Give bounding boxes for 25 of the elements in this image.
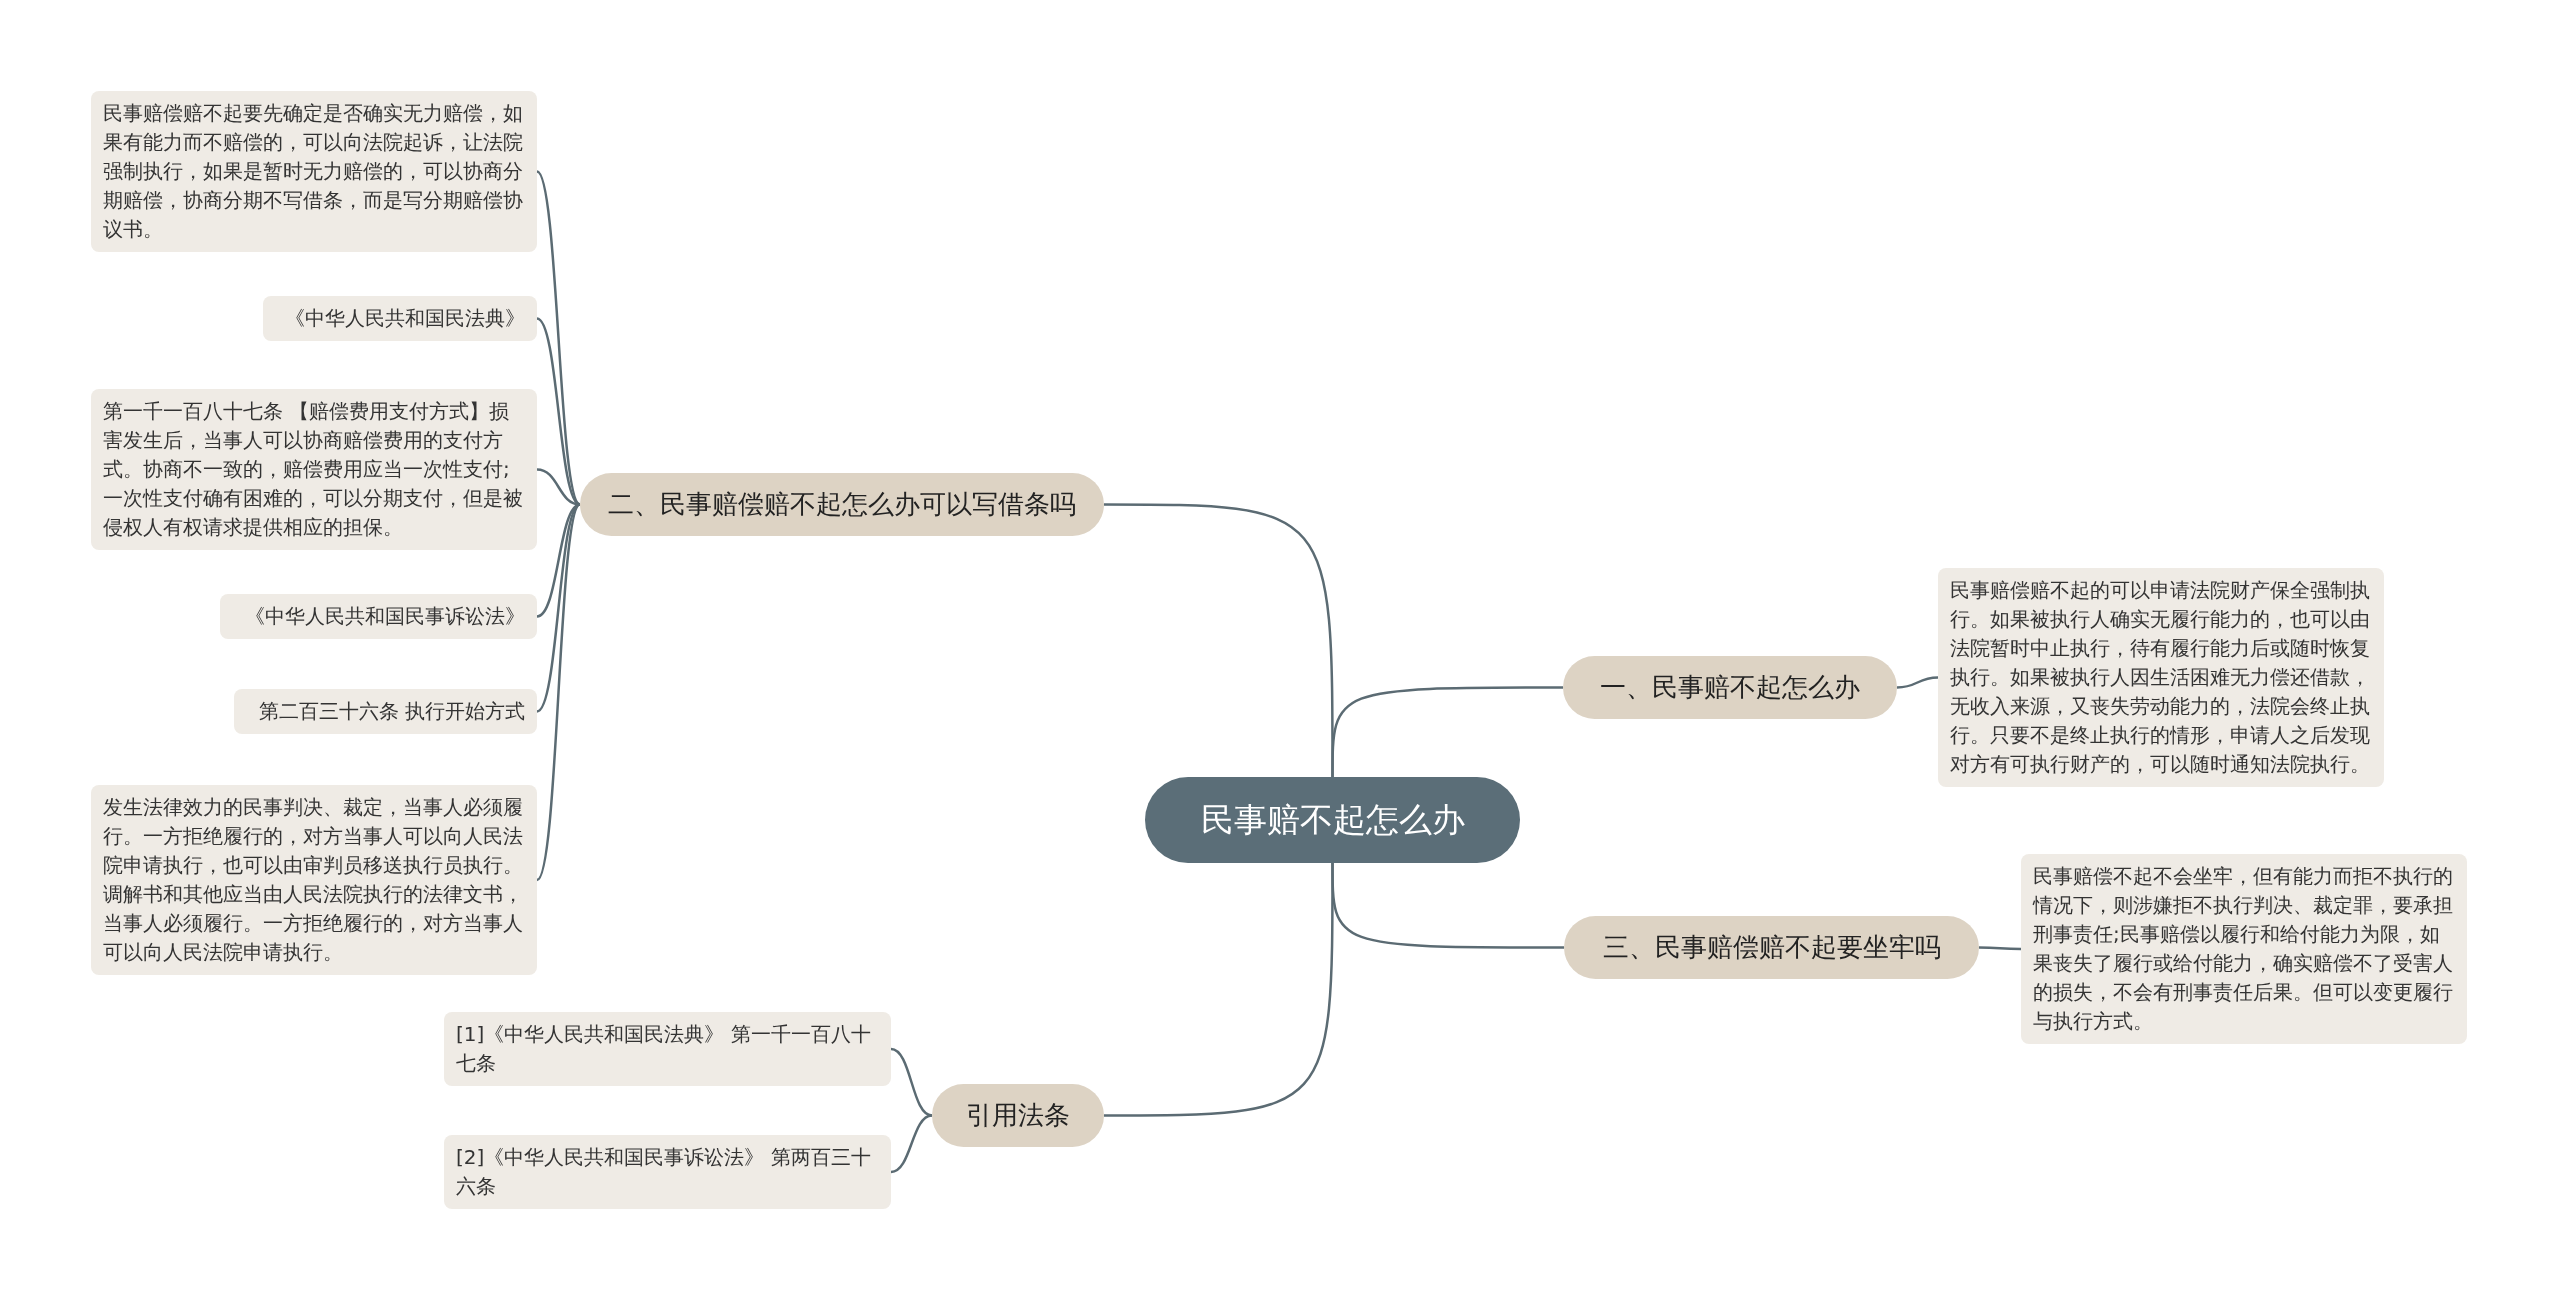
leaf-note: [1]《中华人民共和国民法典》 第一千一百八十七条 (444, 1012, 891, 1086)
connector-line (1104, 503, 1334, 777)
connector-line (890, 1114, 933, 1174)
branch-topic: 二、民事赔偿赔不起怎么办可以写借条吗 (580, 473, 1104, 537)
connector-line (536, 503, 581, 713)
leaf-note: 第二百三十六条 执行开始方式 (234, 689, 537, 734)
connector-line (536, 317, 581, 506)
connector-line (536, 170, 581, 506)
connector-line (535, 503, 582, 881)
leaf-note: 民事赔偿不起不会坐牢，但有能力而拒不执行的情况下，则涉嫌拒不执行判决、裁定罪，要承担刑事责任;民事赔偿以履行和给付能力为限，如果丧失了履行或给付能力，确实赔偿不了受害人的损失，不会有刑事责任后果。但可以变更履行与执行方式。 (2021, 854, 2467, 1044)
leaf-note: 民事赔偿赔不起要先确定是否确实无力赔偿，如果有能力而不赔偿的，可以向法院起诉，让法院强制执行，如果是暂时无力赔偿的，可以协商分期赔偿，协商分期不写借条，而是写分期赔偿协议书。 (91, 91, 537, 252)
connector-line (1896, 676, 1939, 689)
central-topic: 民事赔不起怎么办 (1145, 777, 1520, 863)
branch-topic: 引用法条 (932, 1084, 1104, 1148)
branch-topic: 三、民事赔偿赔不起要坐牢吗 (1564, 916, 1979, 980)
branch-topic: 一、民事赔不起怎么办 (1563, 656, 1897, 720)
leaf-note: 《中华人民共和国民法典》 (263, 296, 537, 341)
connector-line (890, 1047, 933, 1117)
leaf-note: [2]《中华人民共和国民事诉讼法》 第两百三十六条 (444, 1135, 891, 1209)
leaf-note: 民事赔偿赔不起的可以申请法院财产保全强制执行。如果被执行人确实无履行能力的，也可以由法院暂时中止执行，待有履行能力后或随时恢复执行。如果被执行人因生活困难无力偿还借款，无收入来源，又丧失劳动能力的，法院会终止执行。只要不是终止执行的情形，申请人之后发现对方有可执行财产的，可以随时通知法院执行。 (1938, 568, 2384, 787)
leaf-note: 第一千一百八十七条 【赔偿费用支付方式】损害发生后，当事人可以协商赔偿费用的支付方式。协商不一致的，赔偿费用应当一次性支付;一次性支付确有困难的，可以分期支付，但是被侵权人有权请求提供相应的担保。 (91, 389, 537, 550)
connector-line (1979, 946, 2021, 951)
connector-line (1104, 863, 1334, 1117)
leaf-note: 《中华人民共和国民事诉讼法》 (220, 594, 537, 639)
leaf-note: 发生法律效力的民事判决、裁定，当事人必须履行。一方拒绝履行的，对方当事人可以向人民法院申请执行，也可以由审判员移送执行员执行。调解书和其他应当由人民法院执行的法律文书，当事人必须履行。一方拒绝履行的，对方当事人可以向人民法院申请执行。 (91, 785, 537, 975)
